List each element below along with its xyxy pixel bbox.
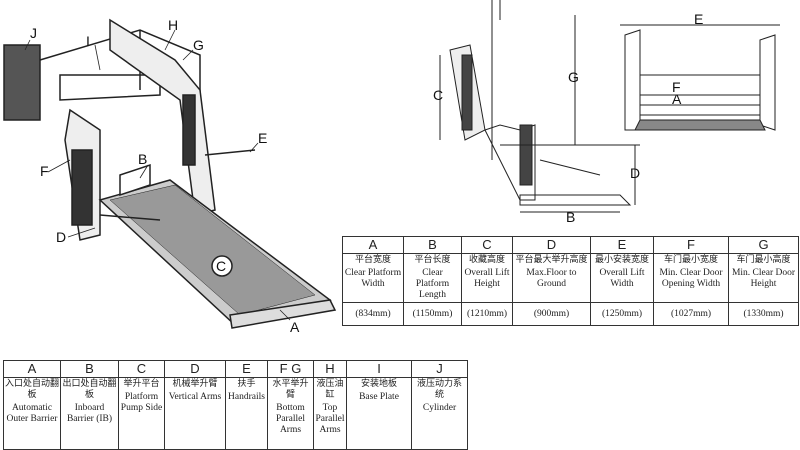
spec-value: (1027mm) [653,302,729,326]
spec-value: (834mm) [342,302,404,326]
part-header: E [225,360,268,378]
spec-header: C [461,236,513,254]
spec-value: (1150mm) [403,302,462,326]
label-b: B [138,151,147,167]
front-label-f: F [672,79,681,95]
part-header: B [60,360,119,378]
lift-perspective-drawing [3,18,337,329]
label-j: J [30,25,37,41]
leader-lines [24,29,291,321]
spec-header: G [728,236,799,254]
label-g: G [193,37,204,53]
part-header: D [164,360,226,378]
label-f: F [40,163,49,179]
part-header: F G [267,360,314,378]
spec-header: B [403,236,462,254]
part-header: H [313,360,347,378]
label-i: I [86,33,90,49]
part-header: C [118,360,165,378]
spec-value: (1250mm) [590,302,654,326]
side-label-c: C [433,87,443,103]
label-a: A [290,319,300,335]
side-view-drawing [439,0,640,213]
spec-value: (1330mm) [728,302,799,326]
front-label-a: A [672,91,682,107]
front-view-drawing [620,24,780,131]
label-d: D [56,229,66,245]
spec-header: D [512,236,591,254]
side-label-b: B [566,209,575,225]
side-label-d: D [630,165,640,181]
label-c: C [216,258,226,274]
spec-header: A [342,236,404,254]
part-header: A [3,360,61,378]
spec-value: (1210mm) [461,302,513,326]
spec-header: F [653,236,729,254]
label-h: H [168,17,178,33]
label-e: E [258,130,267,146]
front-label-e: E [694,11,703,27]
spec-header: E [590,236,654,254]
part-header: J [411,360,468,378]
side-label-g: G [568,69,579,85]
spec-value: (900mm) [512,302,591,326]
part-header: I [346,360,412,378]
